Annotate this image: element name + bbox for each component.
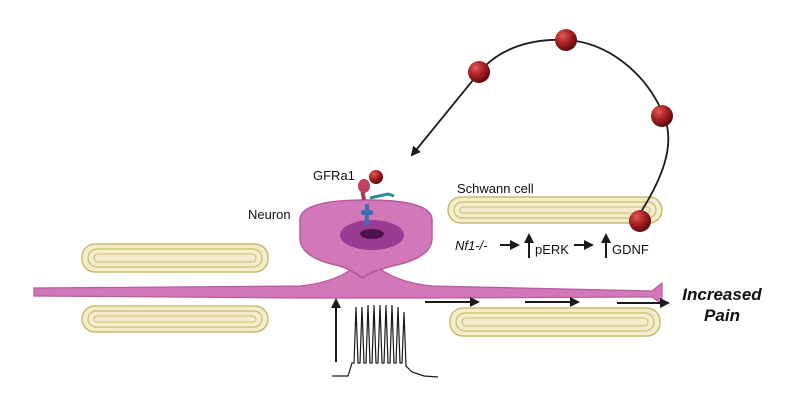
gfra1-receptor-icon [358, 179, 395, 226]
myelin-sheath-left-bottom [81, 305, 269, 333]
nf1-label: Nf1-/- [455, 238, 488, 253]
gdnf-secretion-arc [410, 38, 670, 219]
schwann-cell-label: Schwann cell [457, 181, 534, 196]
gdnf-particle [651, 105, 673, 127]
myelin-sheath-right-top [447, 196, 663, 224]
nucleolus [360, 229, 384, 239]
gdnf-particle [468, 61, 490, 83]
gdnf-label: GDNF [612, 242, 649, 257]
action-potential-trace [332, 304, 439, 378]
gdnf-particle [555, 29, 577, 51]
perk-label: pERK [535, 242, 569, 257]
neuron-label: Neuron [248, 207, 291, 222]
axon [33, 261, 663, 306]
gfra1-label: GFRa1 [313, 168, 355, 183]
gdnf-particle-bound [369, 170, 383, 184]
myelin-sheath-left-top [81, 243, 269, 273]
outcome-label-line2: Pain [704, 306, 740, 325]
outcome-label-line1: Increased [682, 285, 762, 304]
myelin-sheath-right-bottom [449, 307, 661, 337]
gdnf-particle [629, 210, 651, 232]
